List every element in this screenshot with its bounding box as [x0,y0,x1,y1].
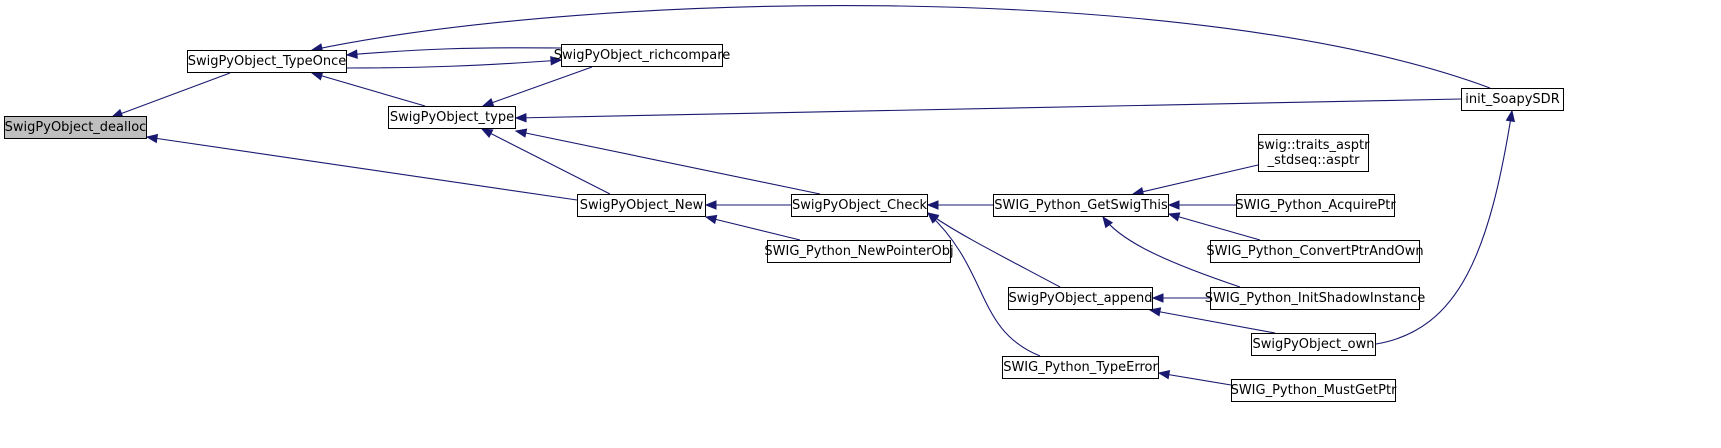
edge-typeonce-to-dealloc [110,72,231,118]
edge-line [1149,309,1276,334]
edge-line [927,212,1041,357]
edge-check-to-type [514,128,821,195]
node-richcompare[interactable]: SwigPyObject_richcompare [554,44,730,67]
edge-initsoapy-to-typeonce [310,5,1491,89]
node-acquireptr[interactable]: SWIG_Python_AcquirePtr [1235,194,1396,217]
node-label: SWIG_Python_GetSwigThis [994,198,1168,213]
edge-check-to-new [704,200,791,210]
edge-line [482,66,593,107]
edge-line [927,212,1061,288]
node-initshadow[interactable]: SWIG_Python_InitShadowInstance [1205,287,1425,310]
node-label: SwigPyObject_own [1252,337,1375,352]
edge-acquireptr-to-getswigthis [1167,200,1236,210]
node-label: SWIG_Python_MustGetPtr [1230,383,1397,398]
edge-convertptrandown-to-getswigthis [1167,212,1261,241]
node-label: SWIG_Python_NewPointerObj [764,244,954,259]
node-label: init_SoapySDR [1465,92,1560,107]
node-typeonce[interactable]: SwigPyObject_TypeOnce [187,50,347,73]
edge-richcompare-to-typeonce [345,47,562,59]
node-convertptrandown[interactable]: SWIG_Python_ConvertPtrAndOwn [1206,240,1424,263]
node-label: SwigPyObject_append [1008,291,1153,306]
arrowhead-icon [1167,212,1181,222]
node-label: SWIG_Python_AcquirePtr [1235,198,1396,213]
node-asptr[interactable]: swig::traits_asptr_stdseq::asptr [1258,134,1369,172]
edge-own-to-initsoapy [1375,109,1516,345]
arrowhead-icon [1167,200,1180,210]
arrowhead-icon [514,113,527,123]
node-label: SWIG_Python_InitShadowInstance [1204,291,1426,306]
edge-line [346,47,562,56]
edge-line [515,98,1462,119]
arrowhead-icon [514,128,528,138]
arrowhead-icon [704,214,718,225]
edge-mustgetptr-to-typeerror [1157,370,1232,386]
arrowhead-icon [926,200,939,210]
arrowhead-icon [927,212,939,224]
arrowhead-icon [1505,109,1516,123]
node-label: SwigPyObject_type [389,110,515,125]
edge-richcompare-to-type [481,66,593,107]
edge-line [705,216,801,241]
edge-line [1375,110,1513,345]
arrowhead-icon [704,200,717,210]
edge-typeonce-to-richcompare [346,56,563,69]
edge-line [311,5,1491,89]
edge-line [1158,372,1232,386]
edge-newpointerobj-to-new [704,214,801,241]
node-dealloc: SwigPyObject_dealloc [4,116,147,139]
edge-line [1132,164,1259,195]
node-new[interactable]: SwigPyObject_New [577,194,706,217]
node-label: SwigPyObject_richcompare [553,48,731,63]
edge-line [311,72,426,107]
edge-line [481,128,611,195]
arrowhead-icon [1102,215,1114,229]
edge-initshadow-to-append [1151,293,1210,303]
edge-initshadow-to-getswigthis [1102,215,1241,288]
node-label: _stdseq::asptr [1267,153,1360,168]
arrowhead-icon [310,71,324,81]
edge-line [111,72,231,118]
node-newpointerobj[interactable]: SWIG_Python_NewPointerObj [764,240,954,263]
edge-new-to-dealloc [145,133,578,201]
node-check[interactable]: SwigPyObject_Check [791,194,928,217]
node-mustgetptr[interactable]: SWIG_Python_MustGetPtr [1231,379,1396,402]
arrowhead-icon [480,128,494,138]
arrowhead-icon [1157,370,1171,380]
node-label: swig::traits_asptr [1257,138,1370,153]
node-label: SwigPyObject_New [579,198,704,213]
node-type[interactable]: SwigPyObject_type [388,106,516,129]
node-initsoapy[interactable]: init_SoapySDR [1461,88,1564,111]
edge-new-to-type [480,128,611,195]
arrowhead-icon [1151,293,1164,303]
edge-line [346,59,562,69]
edge-getswigthis-to-check [926,200,993,210]
arrowhead-icon [345,49,358,59]
node-own[interactable]: SwigPyObject_own [1251,333,1376,356]
edge-line [515,130,821,195]
node-label: SwigPyObject_dealloc [4,120,147,135]
arrowhead-icon [550,56,563,66]
arrowhead-icon [145,133,159,144]
node-getswigthis[interactable]: SWIG_Python_GetSwigThis [993,194,1169,217]
edge-typeerror-to-check [927,212,1041,357]
edge-type-to-typeonce [310,71,426,107]
node-append[interactable]: SwigPyObject_append [1008,287,1153,310]
edge-asptr-to-getswigthis [1131,164,1259,197]
node-typeerror[interactable]: SWIG_Python_TypeError [1002,356,1159,379]
node-label: SwigPyObject_TypeOnce [187,54,347,69]
edge-initsoapy-to-type [514,98,1462,123]
node-label: SWIG_Python_ConvertPtrAndOwn [1206,244,1424,259]
node-label: SwigPyObject_Check [791,198,928,213]
node-label: SWIG_Python_TypeError [1003,360,1158,375]
edge-line [1168,213,1261,241]
edge-line [146,136,578,201]
edge-own-to-append [1148,307,1276,334]
